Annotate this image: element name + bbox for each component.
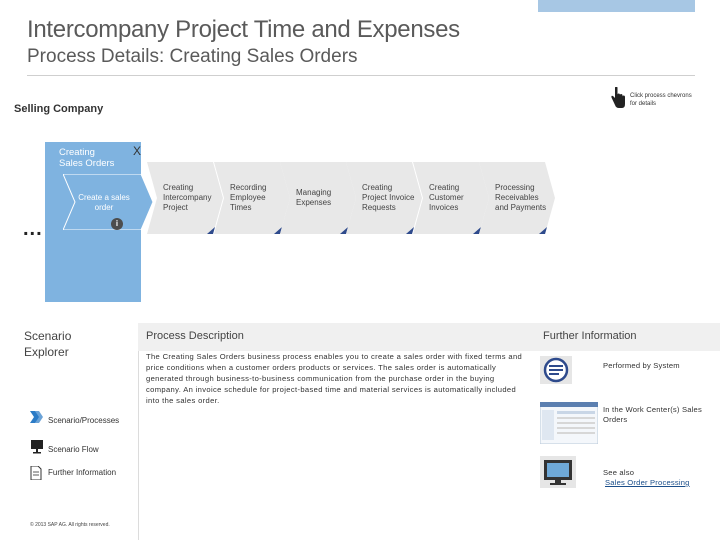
chevron-creating-intercompany-project[interactable]: Creating Intercompany Project — [147, 162, 223, 234]
monitor-icon — [31, 440, 43, 454]
work-center-icon — [540, 402, 598, 444]
chevron-shape — [346, 162, 422, 234]
title-divider — [27, 75, 695, 76]
process-description-text: The Creating Sales Orders business proce… — [146, 352, 523, 405]
chevron-managing-expenses[interactable]: Managing Expenses — [280, 162, 356, 234]
chevron-shape — [214, 162, 290, 234]
chevron-shape — [280, 162, 356, 234]
further-information-title: Further Information — [543, 330, 637, 342]
performed-by-text: Performed by System — [603, 361, 680, 370]
system-icon — [540, 356, 572, 384]
process-description-header — [138, 323, 536, 351]
info-icon[interactable]: i — [111, 218, 123, 230]
nav-scenario-processes[interactable]: Scenario/Processes — [48, 416, 120, 425]
page-title: Intercompany Project Time and Expenses — [27, 16, 460, 43]
chevron-label: Creating Project Invoice Requests — [362, 183, 415, 212]
chevron-processing-receivables-and-payments[interactable]: Processing Receivables and Payments — [479, 162, 555, 234]
page-subtitle: Process Details: Creating Sales Orders — [27, 46, 358, 67]
nav-scenario-flow[interactable]: Scenario Flow — [48, 445, 99, 454]
chevron-shape — [147, 162, 223, 234]
chevron-shape — [479, 162, 555, 234]
top-bar — [0, 0, 720, 12]
chevron-creating-project-invoice-requests[interactable]: Creating Project Invoice Requests — [346, 162, 422, 234]
double-chevron-icon — [30, 411, 43, 423]
close-phase-button[interactable]: X — [133, 144, 142, 158]
screen-icon — [540, 456, 576, 488]
further-information-header — [536, 323, 720, 351]
top-accent-bar — [538, 0, 695, 12]
chevron-label: Recording Employee Times — [230, 183, 267, 212]
sales-order-processing-link[interactable]: Sales Order Processing — [605, 478, 690, 487]
work-center-text: In the Work Center(s) Sales Orders — [603, 405, 702, 424]
hand-pointer-icon — [611, 87, 625, 108]
column-divider — [138, 323, 139, 540]
create-sales-order-label: Create a sales order — [78, 193, 130, 212]
see-also-text: See also — [603, 468, 635, 477]
chevron-creating-customer-invoices[interactable]: Creating Customer Invoices — [413, 162, 489, 234]
chevron-label: Managing Expenses — [296, 188, 332, 207]
copyright-text: © 2013 SAP AG. All rights reserved. — [30, 522, 110, 528]
chevron-recording-employee-times[interactable]: Recording Employee Times — [214, 162, 290, 234]
create-sales-order-chevron[interactable] — [63, 174, 153, 230]
chevron-hint: Click process chevrons for details — [630, 93, 692, 107]
chevron-shape — [413, 162, 489, 234]
chevron-label: Creating Customer Invoices — [429, 183, 464, 212]
previous-steps-ellipsis[interactable]: ... — [23, 218, 43, 240]
scenario-explorer-title: Scenario Explorer — [24, 329, 72, 359]
company-label: Selling Company — [14, 103, 104, 115]
chevron-label: Processing Receivables and Payments — [495, 183, 547, 212]
nav-further-information[interactable]: Further Information — [48, 468, 117, 477]
chevron-label: Creating Intercompany Project — [163, 183, 212, 212]
document-icon — [30, 466, 42, 480]
process-description-title: Process Description — [146, 330, 244, 342]
active-phase-title: Creating Sales Orders — [59, 147, 115, 169]
